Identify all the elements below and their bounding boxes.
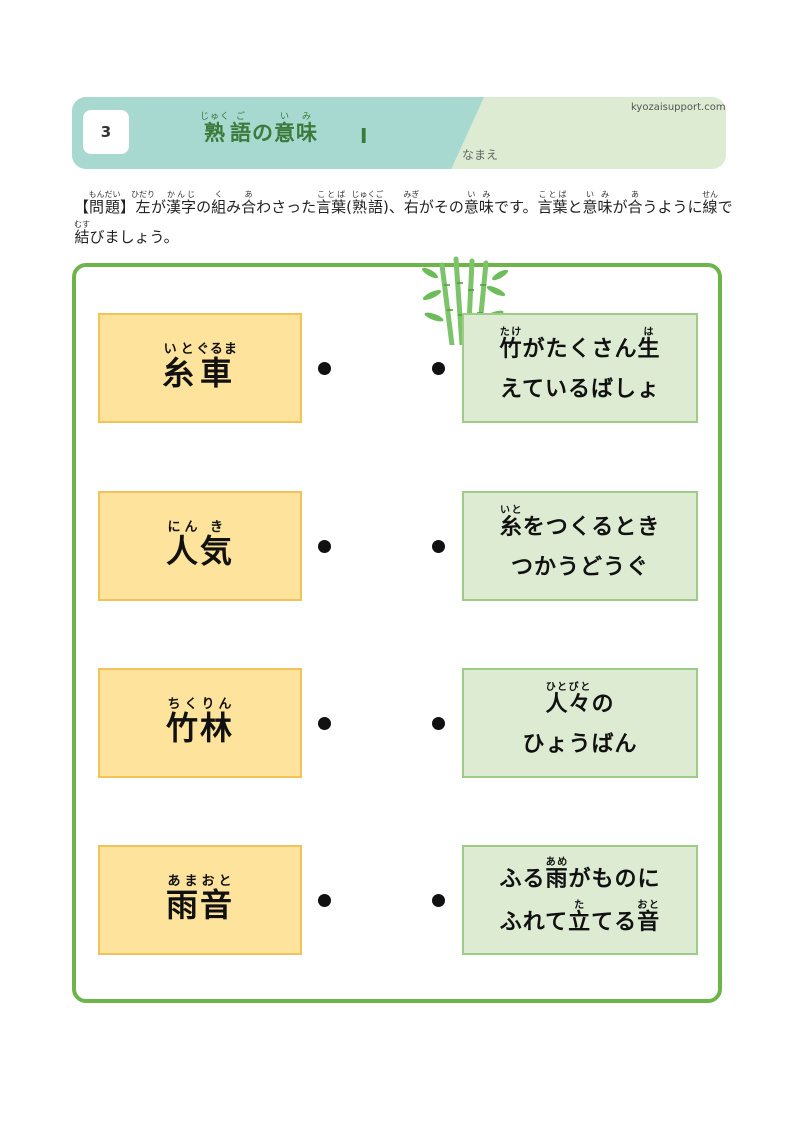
meaning-segment: 竹たけ (499, 326, 523, 362)
instruction-segment: が (151, 198, 167, 216)
meaning-segment: 立た (568, 900, 592, 935)
exercise-frame (72, 263, 722, 1003)
term-word: 竹ちく林りん (166, 697, 234, 749)
instruction-segment: 言葉ことば (316, 190, 347, 216)
instruction-segment: 結むす (74, 220, 90, 246)
meaning-segment: えているばしょ (500, 376, 660, 402)
meaning-segment: 生は (637, 326, 661, 362)
instruction-segment: 問題もんだい (88, 190, 121, 216)
meaning-line: えているばしょ (500, 370, 660, 410)
meaning-segment: ひょうばん (522, 731, 638, 757)
term-char: 気き (200, 520, 235, 570)
term-char: 雨あま (165, 874, 200, 924)
instruction-segment: の (196, 198, 212, 216)
term-char: 車ぐるま (196, 342, 238, 392)
term-word: 人にん気き (166, 520, 234, 572)
term-char: 音おと (200, 874, 235, 924)
right-connect-dot[interactable] (432, 717, 445, 730)
instruction-segment: ( (346, 198, 353, 216)
instruction-segment: 意味いみ (582, 190, 613, 216)
instruction-segment: 意味いみ (463, 190, 494, 216)
instruction-text: 【問題もんだい】左ひだりが漢字かんじの組くみ合あわさった言葉ことば(熟語じゅくご… (74, 190, 734, 252)
instruction-segment: 言葉ことば (537, 190, 568, 216)
term-char: 林りん (200, 697, 235, 747)
term-char: 糸いと (162, 342, 197, 392)
page-title: 熟じゅく語ごの意い味み (200, 112, 318, 152)
meaning-segment: をつくるとき (522, 514, 661, 540)
title-char: 語ご (230, 112, 252, 145)
meaning-segment: 音おと (637, 900, 661, 935)
instruction-segment: わさった (256, 198, 317, 216)
instruction-segment: み (226, 198, 242, 216)
banner-accent (72, 97, 485, 169)
meaning-line: ふる雨あめがものに (499, 857, 660, 900)
name-label: なまえ (462, 148, 499, 162)
instruction-segment: びましょう。 (89, 228, 179, 246)
instruction-segment: が (612, 198, 628, 216)
instruction-segment: 漢字かんじ (166, 190, 197, 216)
term-word: 糸いと車ぐるま (162, 342, 238, 394)
instruction-segment: 】 (120, 198, 136, 216)
title-char: 意い (274, 112, 296, 145)
header-banner (72, 97, 726, 169)
term-card: 竹ちく林りん (98, 668, 302, 778)
meaning-line: 竹たけがたくさん生は (499, 327, 660, 370)
title-suffix: Ⅰ (360, 124, 368, 148)
term-card: 雨あま音おと (98, 845, 302, 955)
meaning-line: ふれて立たてる音おと (500, 900, 660, 943)
instruction-segment: 右みぎ (403, 190, 420, 216)
instruction-segment: です。 (493, 198, 538, 216)
title-char: 熟じゅく (200, 112, 231, 145)
right-connect-dot[interactable] (432, 540, 445, 553)
meaning-segment: てる (591, 910, 638, 935)
meaning-card: 糸いとをつくるときつかうどうぐ (462, 491, 698, 601)
instruction-segment: がその (418, 198, 464, 216)
meaning-segment: の (591, 691, 615, 717)
meaning-segment: 糸いと (499, 504, 523, 540)
meaning-line: 人々ひとびとの (545, 682, 614, 725)
site-url: kyozaisupport.com (631, 102, 726, 113)
instruction-segment: 熟語じゅくご (351, 190, 384, 216)
meaning-line: ひょうばん (522, 725, 637, 765)
right-connect-dot[interactable] (432, 894, 445, 907)
instruction-segment: 線せん (702, 190, 719, 216)
title-char: 味み (296, 112, 318, 145)
left-connect-dot[interactable] (318, 894, 331, 907)
term-word: 雨あま音おと (166, 874, 234, 926)
meaning-segment: 人々ひとびと (545, 681, 592, 717)
term-char: 人にん (165, 520, 200, 570)
instruction-segment: で (717, 198, 733, 216)
meaning-segment: ふれて (499, 910, 569, 935)
term-card: 糸いと車ぐるま (98, 313, 302, 423)
instruction-segment: 組く (211, 190, 227, 216)
term-card: 人にん気き (98, 491, 302, 601)
meaning-segment: つかうどうぐ (510, 554, 649, 580)
meaning-card: 人々ひとびとのひょうばん (462, 668, 698, 778)
right-connect-dot[interactable] (432, 362, 445, 375)
instruction-segment: うように (642, 198, 703, 216)
instruction-segment: 左ひだり (131, 190, 156, 216)
meaning-segment: がたくさん (522, 336, 638, 362)
instruction-segment: 合あ (241, 190, 257, 216)
meaning-segment: がものに (568, 867, 661, 892)
meaning-card: ふる雨あめがものにふれて立たてる音おと (462, 845, 698, 955)
meaning-line: つかうどうぐ (511, 548, 649, 588)
worksheet-number: 3 (83, 110, 129, 154)
meaning-card: 竹たけがたくさん生はえているばしょ (462, 313, 698, 423)
left-connect-dot[interactable] (318, 717, 331, 730)
meaning-line: 糸いとをつくるとき (500, 505, 661, 548)
meaning-segment: ふる (499, 867, 546, 892)
left-connect-dot[interactable] (318, 362, 331, 375)
meaning-segment: 雨あめ (545, 857, 569, 892)
instruction-segment: と (567, 198, 583, 216)
left-connect-dot[interactable] (318, 540, 331, 553)
instruction-segment: 合あ (627, 190, 643, 216)
instruction-segment: )、 (383, 198, 404, 216)
term-char: 竹ちく (165, 697, 200, 747)
instruction-segment: 【 (74, 198, 90, 216)
title-char: の (252, 121, 274, 145)
